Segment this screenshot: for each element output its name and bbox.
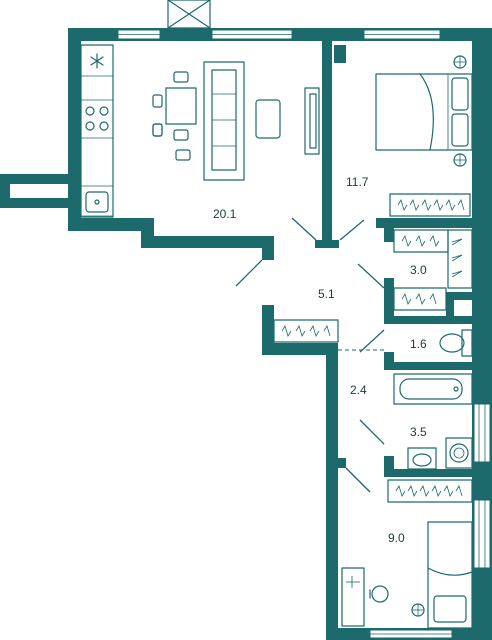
window-bedroom-2-side bbox=[473, 499, 491, 569]
bedroom2-stub bbox=[336, 458, 346, 468]
door-bedroom-2 bbox=[345, 467, 371, 493]
window-bathroom bbox=[473, 403, 491, 463]
tv-icon bbox=[304, 87, 320, 155]
shaft-top bbox=[446, 292, 472, 300]
area-wardrobe: 3.0 bbox=[410, 263, 427, 277]
wardrobe-hanger-icon bbox=[387, 479, 473, 503]
bed-icon bbox=[375, 73, 473, 151]
wardrobe-hanger-icon bbox=[393, 229, 449, 253]
area-bathroom: 3.5 bbox=[410, 425, 427, 439]
area-toilet: 1.6 bbox=[410, 337, 427, 351]
kitchen-unit bbox=[80, 44, 114, 218]
living-bottom-1 bbox=[68, 218, 154, 231]
bath-stub bbox=[384, 456, 394, 470]
chair-icon bbox=[369, 585, 389, 603]
hall-left-lower bbox=[262, 305, 274, 355]
corridor-left bbox=[326, 343, 338, 640]
right-wall bbox=[472, 28, 492, 640]
bed-icon bbox=[427, 521, 473, 629]
dining-table-icon bbox=[152, 71, 197, 161]
wardrobe-stub-top bbox=[384, 228, 394, 242]
wardrobe-hanger-icon bbox=[389, 193, 471, 217]
plant-icon bbox=[411, 603, 425, 617]
wardrobe-hanger-icon bbox=[393, 287, 447, 311]
toilet-icon bbox=[439, 329, 473, 357]
area-labels: 20.1 11.7 3.0 5.1 1.6 2.4 3.5 9.0 bbox=[213, 175, 427, 545]
shaft-left bbox=[446, 292, 454, 316]
plant-icon bbox=[453, 153, 467, 167]
washbasin-icon bbox=[407, 447, 437, 470]
plant-icon bbox=[453, 55, 467, 69]
bathtub-icon bbox=[393, 373, 473, 405]
partition-foot bbox=[315, 240, 339, 248]
toilet-stub bbox=[384, 352, 394, 362]
doors bbox=[235, 217, 385, 493]
coffee-table-icon bbox=[255, 99, 281, 139]
door-wardrobe bbox=[357, 263, 385, 289]
door-living bbox=[291, 217, 317, 241]
area-corridor: 2.4 bbox=[350, 383, 367, 397]
hall-bottom bbox=[262, 343, 338, 355]
partition-nub bbox=[334, 45, 346, 63]
area-bedroom-1: 11.7 bbox=[346, 175, 369, 189]
desk-icon bbox=[341, 567, 365, 627]
wardrobe-hanger-icon bbox=[447, 229, 473, 289]
wardrobe-left-lower bbox=[384, 278, 394, 318]
toilet-bottom bbox=[384, 362, 472, 370]
window-bedroom-2-bottom bbox=[369, 629, 453, 639]
sofa-icon bbox=[203, 61, 245, 181]
door-entrance bbox=[235, 259, 263, 287]
hob-icon bbox=[85, 106, 109, 131]
area-hallway: 5.1 bbox=[318, 287, 335, 301]
niche-bottom bbox=[0, 198, 81, 208]
stove-star-icon bbox=[90, 53, 104, 69]
partition-wall bbox=[322, 41, 332, 241]
niche-top bbox=[0, 174, 81, 184]
bath-bottom bbox=[384, 469, 472, 477]
living-bottom-2 bbox=[141, 236, 274, 248]
washing-machine-icon bbox=[445, 437, 473, 469]
area-living-kitchen: 20.1 bbox=[213, 207, 237, 221]
hall-stub-left bbox=[262, 236, 274, 260]
door-bathroom bbox=[359, 419, 385, 445]
window-living-left bbox=[117, 29, 161, 40]
window-living-right bbox=[211, 29, 293, 40]
door-toilet bbox=[359, 329, 385, 353]
sink-icon bbox=[85, 191, 109, 213]
walls bbox=[0, 28, 492, 640]
windows bbox=[117, 0, 491, 639]
window-bedroom-1 bbox=[363, 29, 441, 40]
door-bedroom-1 bbox=[339, 219, 365, 241]
bedroom1-bottom bbox=[376, 218, 472, 228]
niche-left bbox=[0, 174, 10, 208]
left-wall bbox=[68, 28, 81, 218]
wardrobe-bottom bbox=[384, 316, 472, 324]
wardrobe-hanger-icon bbox=[273, 319, 339, 343]
balcony-cross-icon bbox=[167, 0, 211, 29]
area-bedroom-2: 9.0 bbox=[388, 531, 405, 545]
